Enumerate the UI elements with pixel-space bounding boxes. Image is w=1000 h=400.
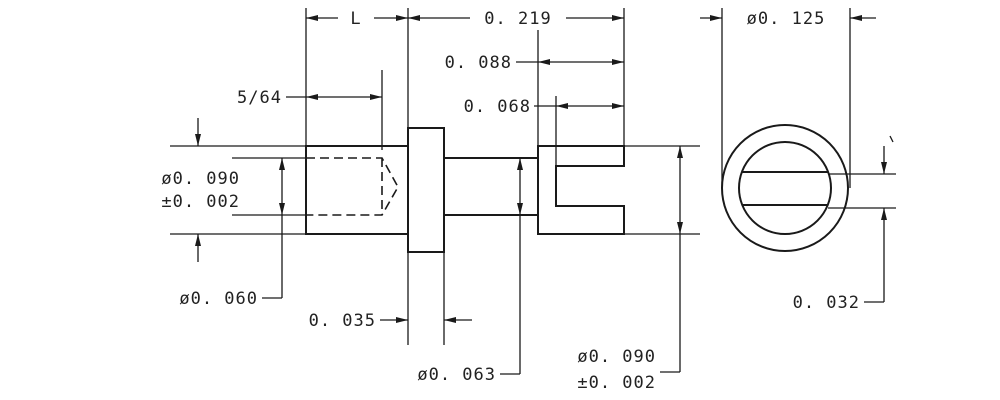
dim-overall-length: 0. 219 (484, 9, 551, 29)
dimension-lines (197, 17, 681, 375)
flange (407, 127, 445, 253)
slotted-head (537, 145, 625, 235)
extension-lines (170, 8, 700, 345)
end-view (700, 8, 896, 303)
hidden-hole (306, 157, 399, 216)
arrowheads (195, 15, 887, 323)
dim-slot-depth-outer: 0. 088 (445, 53, 512, 73)
dim-right-od: ø0. 090 (577, 347, 656, 367)
dim-right-od-tolerance: ±0. 002 (577, 373, 656, 393)
left-shank (305, 145, 409, 235)
dim-slot-width: 0. 032 (793, 293, 860, 313)
dim-neck-diameter: ø0. 063 (417, 365, 496, 385)
dim-flange-thickness: 0. 035 (309, 311, 376, 331)
dim-length-label: L (350, 9, 361, 29)
dim-head-diameter: ø0. 125 (747, 9, 826, 29)
side-view (305, 127, 625, 253)
dim-left-od: ø0. 090 (161, 169, 240, 189)
head-inner-circle (738, 141, 832, 235)
dim-left-od-tolerance: ±0. 002 (161, 192, 240, 212)
dim-hole-diameter: ø0. 060 (179, 289, 258, 309)
dim-hole-depth: 5/64 (237, 88, 282, 108)
dim-slot-depth-inner: 0. 068 (464, 97, 531, 117)
head-outer-circle (721, 124, 849, 252)
